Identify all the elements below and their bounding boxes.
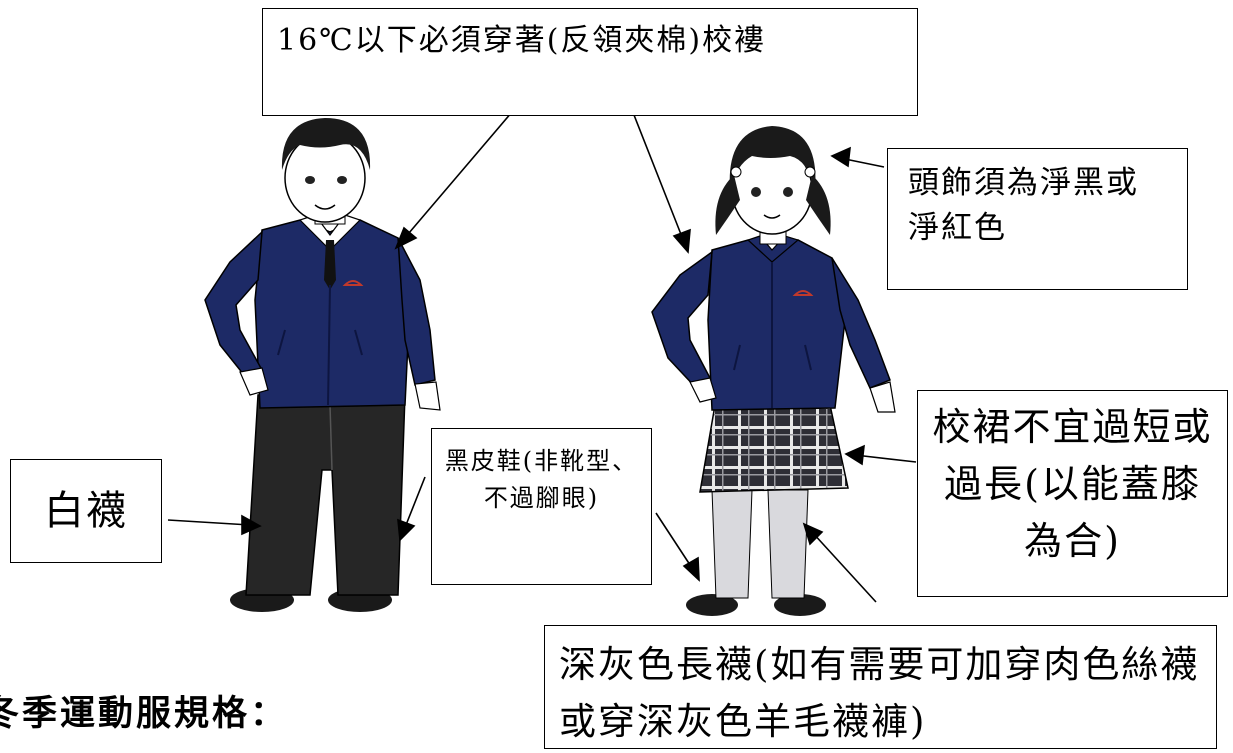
headwear-rule-label: 頭飾須為淨黑或淨紅色 xyxy=(887,148,1188,290)
girl-hair xyxy=(729,126,816,190)
girl-right-pigtail xyxy=(806,175,831,235)
boy-left-arm xyxy=(204,230,263,382)
white-socks-text: 白襪 xyxy=(44,488,128,534)
boy-trousers xyxy=(245,394,406,596)
girl-left-shoe xyxy=(686,594,738,616)
girl-hair-tie-left xyxy=(730,166,742,178)
girl-left-arm xyxy=(651,250,713,392)
girl-figure xyxy=(651,126,896,616)
jacket-rule-label: 16℃以下必須穿著(反領夾棉)校褸 xyxy=(262,8,918,116)
callout-arrows xyxy=(167,111,917,603)
shoes-rule-label: 黑皮鞋(非靴型、不過腳眼) xyxy=(431,428,652,585)
girl-right-sock xyxy=(767,489,809,599)
girl-jacket xyxy=(707,239,846,411)
headwear-rule-text: 頭飾須為淨黑或淨紅色 xyxy=(908,165,1139,246)
boy-badge xyxy=(342,280,364,286)
girl-badge xyxy=(792,290,814,296)
boy-figure xyxy=(204,118,441,612)
jacket-rule-text: 16℃以下必須穿著(反領夾棉)校褸 xyxy=(277,23,767,58)
girl-right-shoe xyxy=(774,594,826,616)
girl-left-sock xyxy=(711,489,753,599)
boy-tie xyxy=(324,240,336,290)
boy-hair xyxy=(281,118,371,170)
boy-right-hand xyxy=(414,381,441,411)
section-heading: 冬季運動服規格： xyxy=(0,694,289,734)
girl-left-pigtail xyxy=(715,175,740,235)
girl-skirt xyxy=(699,404,849,493)
boy-left-hand xyxy=(239,367,269,396)
skirt-rule-label: 校裙不宜過短或過長(以能蓋膝為合) xyxy=(917,390,1228,597)
grey-socks-text: 深灰色長襪(如有需要可加穿肉色絲襪或穿深灰色羊毛襪褲) xyxy=(559,643,1200,744)
girl-hair-tie-right xyxy=(804,166,816,178)
shoes-rule-text: 黑皮鞋(非靴型、不過腳眼) xyxy=(444,447,639,513)
girl-right-arm xyxy=(831,257,891,389)
white-socks-label: 白襪 xyxy=(10,459,162,563)
grey-socks-label: 深灰色長襪(如有需要可加穿肉色絲襪或穿深灰色羊毛襪褲) xyxy=(544,625,1217,749)
skirt-rule-text: 校裙不宜過短或過長(以能蓋膝為合) xyxy=(932,405,1213,563)
